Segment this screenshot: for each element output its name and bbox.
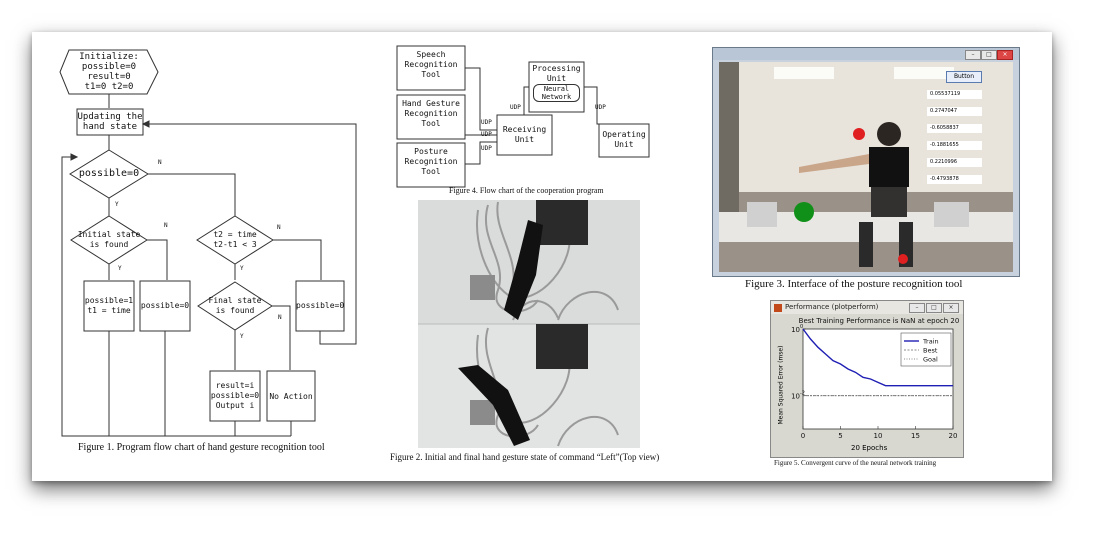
label-y-2: Y	[118, 265, 122, 272]
value-field-6[interactable]: -0.4793878	[927, 175, 982, 184]
y-tick-exponent: 0	[800, 324, 803, 330]
fig5-window-title: Performance (plotperform)	[785, 303, 879, 311]
fig5-close-icon[interactable]: ×	[943, 303, 959, 313]
fig5-minimize-icon[interactable]: –	[909, 303, 925, 313]
label-n-4: N	[278, 314, 282, 321]
no-action-text: No Action	[269, 392, 313, 401]
value-field-4[interactable]: -0.1881655	[927, 141, 982, 150]
legend-label-train: Train	[922, 338, 939, 346]
fig3-titlebar	[713, 48, 1019, 60]
update-box	[76, 108, 144, 136]
x-tick-label: 15	[911, 432, 920, 440]
y-tick-label: 10	[791, 326, 800, 334]
head-marker	[853, 128, 865, 140]
fig3-window: – □ × Button 0.05537	[712, 47, 1020, 277]
label-n-3: N	[277, 224, 281, 231]
matlab-icon	[774, 304, 782, 312]
y-tick-label: 10	[791, 393, 800, 401]
decision-possible-text: possible=0	[78, 168, 140, 179]
label-y-1: Y	[115, 201, 119, 208]
udp-label-4: UDP	[510, 104, 521, 111]
possible0-a-text: possible=0	[140, 301, 190, 310]
label-y-4: Y	[240, 333, 244, 340]
fig2-caption: Figure 2. Initial and final hand gesture…	[390, 452, 660, 462]
value-field-2[interactable]: 0.2747047	[927, 107, 982, 116]
label-n-2: N	[164, 222, 168, 229]
x-tick-label: 10	[874, 432, 883, 440]
legend-label-goal: Goal	[923, 356, 938, 364]
possible0-b-text: possible=0	[296, 301, 345, 310]
close-icon[interactable]: ×	[997, 50, 1013, 60]
maximize-icon[interactable]: □	[981, 50, 997, 60]
value-field-1[interactable]: 0.05537119	[927, 90, 982, 99]
minimize-icon[interactable]: –	[965, 50, 981, 60]
legend-box	[900, 332, 952, 367]
fig5-window: Performance (plotperform) – □ × Best Tra…	[770, 300, 964, 458]
fig2-photo	[418, 200, 640, 448]
left-hand-marker	[794, 202, 814, 222]
fig5-maximize-icon[interactable]: □	[926, 303, 942, 313]
init-hexagon	[59, 49, 159, 95]
fig5-xlabel: 20 Epochs	[851, 444, 888, 452]
fig3-scene	[719, 62, 1013, 272]
label-n-1: N	[158, 159, 162, 166]
label-y-3: Y	[240, 265, 244, 272]
x-tick-label: 20	[949, 432, 958, 440]
udp-label-1: UDP	[481, 119, 492, 126]
fig4-connectors	[396, 45, 650, 188]
fig1-caption: Figure 1. Program flow chart of hand ges…	[78, 442, 325, 453]
fig1-connectors	[59, 49, 357, 437]
fig5-plot-title: Best Training Performance is NaN at epoc…	[798, 317, 960, 325]
udp-label-2: UDP	[481, 131, 492, 138]
value-field-5[interactable]: 0.2210996	[927, 158, 982, 167]
fig3-button[interactable]: Button	[946, 71, 982, 83]
fig3-caption: Figure 3. Interface of the posture recog…	[745, 278, 963, 290]
right-hand-marker	[898, 254, 908, 264]
udp-label-3: UDP	[481, 145, 492, 152]
x-tick-label: 0	[801, 432, 805, 440]
y-tick-exponent: -2	[800, 391, 805, 397]
fig2-photo-drawing	[418, 200, 640, 448]
series-line-train	[802, 328, 953, 387]
udp-label-5: UDP	[595, 104, 606, 111]
x-tick-label: 5	[838, 432, 842, 440]
value-field-3[interactable]: -0.6058837	[927, 124, 982, 133]
fig4-caption: Figure 4. Flow chart of the cooperation …	[449, 186, 604, 195]
fig5-caption: Figure 5. Convergent curve of the neural…	[774, 459, 937, 467]
legend-label-best: Best	[923, 347, 938, 355]
